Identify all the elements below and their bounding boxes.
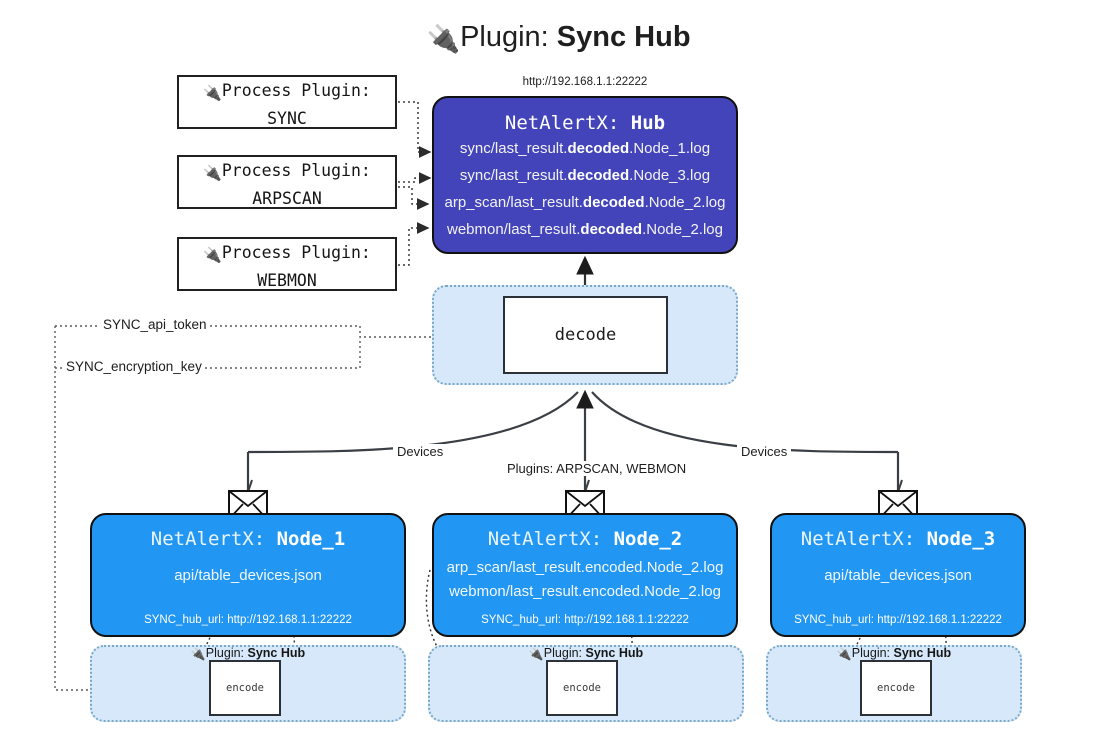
decode-box[interactable]: decode xyxy=(503,296,668,374)
plug-icon: 🔌 xyxy=(203,84,222,102)
encode-zone-label-node-2: 🔌Plugin: Sync Hub xyxy=(528,646,644,661)
node-1-hub-url: SYNC_hub_url: http://192.168.1.1:22222 xyxy=(144,614,352,626)
plug-icon: 🔌 xyxy=(528,647,544,661)
plug-icon: 🔌 xyxy=(203,164,222,182)
page-title-prefix: Plugin: xyxy=(460,21,557,53)
encode-zone-label-node-1: 🔌Plugin: Sync Hub xyxy=(190,646,306,661)
node-3-hub-url: SYNC_hub_url: http://192.168.1.1:22222 xyxy=(794,614,1002,626)
node-3-line-1: api/table_devices.json xyxy=(824,567,972,584)
node-2-line-2: webmon/last_result.encoded.Node_2.log xyxy=(449,583,721,600)
process-plugin-box-arpscan[interactable]: 🔌Process Plugin: ARPSCAN xyxy=(177,155,397,209)
hub-log-line-4: webmon/last_result.decoded.Node_2.log xyxy=(447,221,723,238)
hub-url-label: http://192.168.1.1:22222 xyxy=(522,76,648,88)
page-title-name: Sync Hub xyxy=(556,21,691,53)
process-plugin-sync-line1: 🔌Process Plugin: xyxy=(203,81,371,102)
secret-label-api-token: SYNC_api_token xyxy=(100,317,210,332)
encode-box-node-1[interactable]: encode xyxy=(209,660,281,716)
node-box-node-1[interactable]: NetAlertX: Node_1 api/table_devices.json… xyxy=(90,513,406,637)
node-2-title: NetAlertX: Node_2 xyxy=(487,528,683,550)
secret-label-encryption-key: SYNC_encryption_key xyxy=(63,359,205,374)
process-plugin-arpscan-line1: 🔌Process Plugin: xyxy=(203,161,371,182)
page-title: 🔌Plugin: Sync Hub xyxy=(0,16,1117,60)
hub-log-line-1: sync/last_result.decoded.Node_1.log xyxy=(459,140,711,157)
edge-label-devices-right: Devices xyxy=(737,444,792,459)
node-2-line-1: arp_scan/last_result.encoded.Node_2.log xyxy=(446,559,724,576)
encode-box-node-3[interactable]: encode xyxy=(860,660,932,716)
edge-label-devices-left: Devices xyxy=(393,444,448,459)
hub-title: NetAlertX: Hub xyxy=(504,112,666,134)
process-plugin-webmon-line1: 🔌Process Plugin: xyxy=(203,243,371,264)
process-plugin-sync-line2: SYNC xyxy=(267,109,307,128)
process-plugin-box-sync[interactable]: 🔌Process Plugin: SYNC xyxy=(177,75,397,129)
edge-label-plugins-center: Plugins: ARPSCAN, WEBMON xyxy=(503,461,691,476)
process-plugin-box-webmon[interactable]: 🔌Process Plugin: WEBMON xyxy=(177,237,397,291)
node-1-line-1: api/table_devices.json xyxy=(174,567,322,584)
plug-icon: 🔌 xyxy=(426,24,461,54)
node-box-node-3[interactable]: NetAlertX: Node_3 api/table_devices.json… xyxy=(770,513,1026,637)
encode-zone-label-node-3: 🔌Plugin: Sync Hub xyxy=(836,646,952,661)
node-3-title: NetAlertX: Node_3 xyxy=(800,528,996,550)
node-box-node-2[interactable]: NetAlertX: Node_2 arp_scan/last_result.e… xyxy=(432,513,738,637)
encode-box-node-2[interactable]: encode xyxy=(546,660,618,716)
hub-node[interactable]: NetAlertX: Hub sync/last_result.decoded.… xyxy=(432,96,738,254)
process-plugin-webmon-line2: WEBMON xyxy=(257,271,317,290)
plug-icon: 🔌 xyxy=(203,246,222,264)
node-1-title: NetAlertX: Node_1 xyxy=(150,528,346,550)
node-2-hub-url: SYNC_hub_url: http://192.168.1.1:22222 xyxy=(481,614,689,626)
plug-icon: 🔌 xyxy=(190,647,206,661)
plug-icon: 🔌 xyxy=(836,647,852,661)
hub-log-line-2: sync/last_result.decoded.Node_3.log xyxy=(459,167,711,184)
hub-log-line-3: arp_scan/last_result.decoded.Node_2.log xyxy=(444,194,726,211)
process-plugin-arpscan-line2: ARPSCAN xyxy=(252,189,322,208)
